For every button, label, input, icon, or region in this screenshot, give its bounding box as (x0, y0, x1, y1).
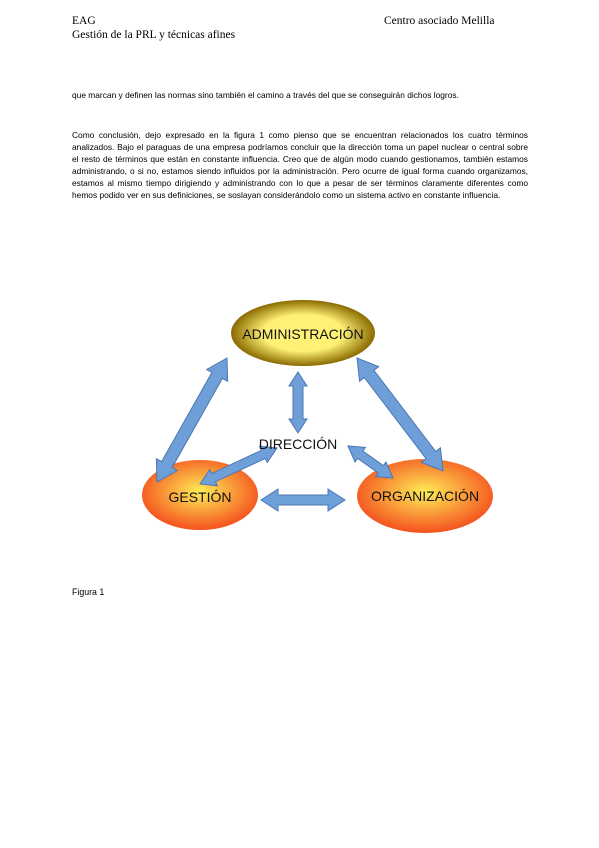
administracion-label: ADMINISTRACIÓN (242, 326, 363, 342)
paragraph-1: que marcan y definen las normas sino tam… (72, 90, 459, 100)
organizacion-label: ORGANIZACIÓN (371, 488, 479, 504)
gestion-node (142, 460, 258, 530)
header-left-title: EAG (72, 15, 96, 27)
arrows-group (155, 357, 444, 512)
arrow-admin-direccion (288, 371, 308, 434)
header-right-title: Centro asociado Melilla (384, 15, 495, 27)
arrow-direccion-organizacion (347, 445, 394, 479)
figure-caption: Figura 1 (72, 587, 105, 597)
direccion-label: DIRECCIÓN (259, 436, 338, 452)
arrow-gestion-organizacion (260, 488, 346, 512)
header-subtitle: Gestión de la PRL y técnicas afines (72, 29, 236, 41)
paragraph-2: Como conclusión, dejo expresado en la fi… (72, 130, 528, 200)
arrow-admin-organizacion (356, 357, 444, 472)
administracion-node (231, 300, 375, 366)
arrow-direccion-gestion (199, 445, 278, 487)
relationship-diagram: ADMINISTRACIÓN DIRECCIÓN GESTIÓN ORGANIZ… (130, 290, 510, 560)
gestion-label: GESTIÓN (168, 489, 231, 505)
arrow-admin-gestion (155, 357, 229, 483)
